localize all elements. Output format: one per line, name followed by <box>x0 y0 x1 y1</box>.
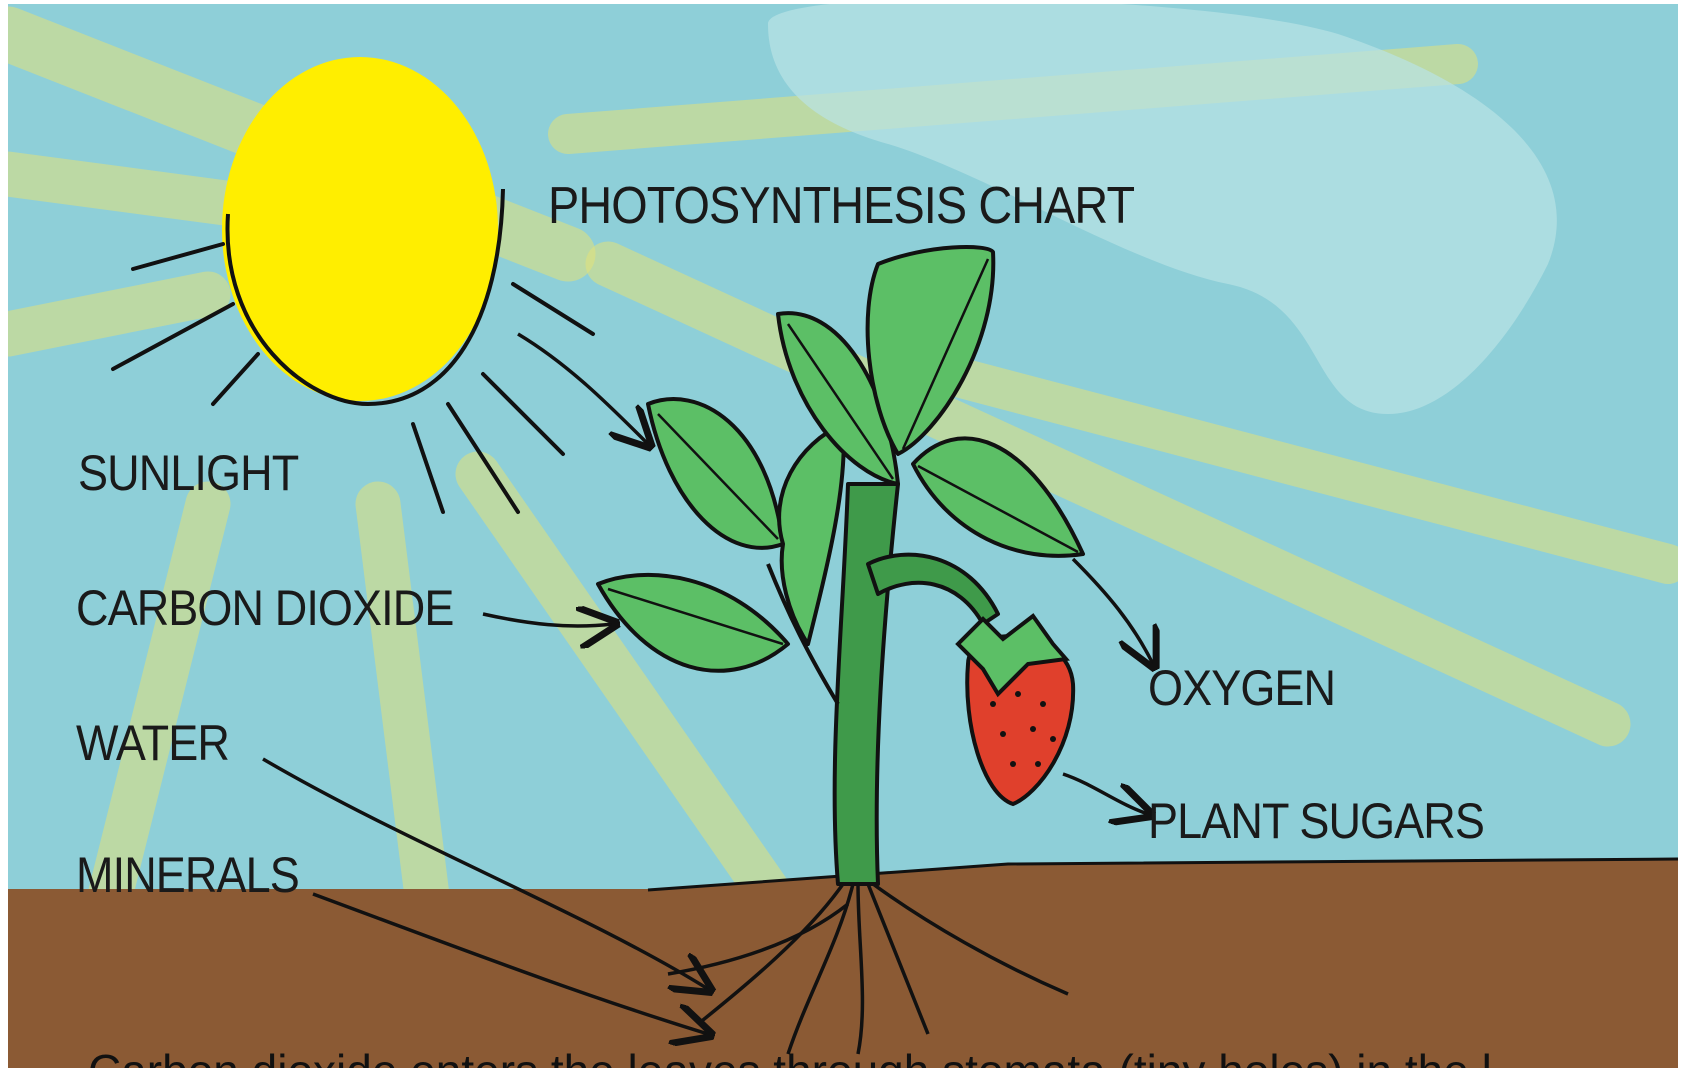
label-carbon-dioxide: CARBON DIOXIDE <box>76 579 453 637</box>
label-oxygen: OXYGEN <box>1148 659 1335 717</box>
strawberry-icon <box>958 616 1073 804</box>
label-plant-sugars: PLANT SUGARS <box>1148 792 1484 850</box>
photosynthesis-diagram: PHOTOSYNTHESIS CHART SUNLIGHT CARBON DIO… <box>8 4 1678 1068</box>
diagram-artwork <box>8 4 1678 1068</box>
plant-sugars-arrow <box>1063 774 1148 814</box>
label-minerals: MINERALS <box>76 846 299 904</box>
diagram-title: PHOTOSYNTHESIS CHART <box>548 176 1134 236</box>
label-water: WATER <box>76 714 229 772</box>
label-sunlight: SUNLIGHT <box>78 444 298 502</box>
oxygen-arrow <box>1073 559 1153 664</box>
caption-text: Carbon dioxide enters the leaves through… <box>88 1044 1492 1068</box>
